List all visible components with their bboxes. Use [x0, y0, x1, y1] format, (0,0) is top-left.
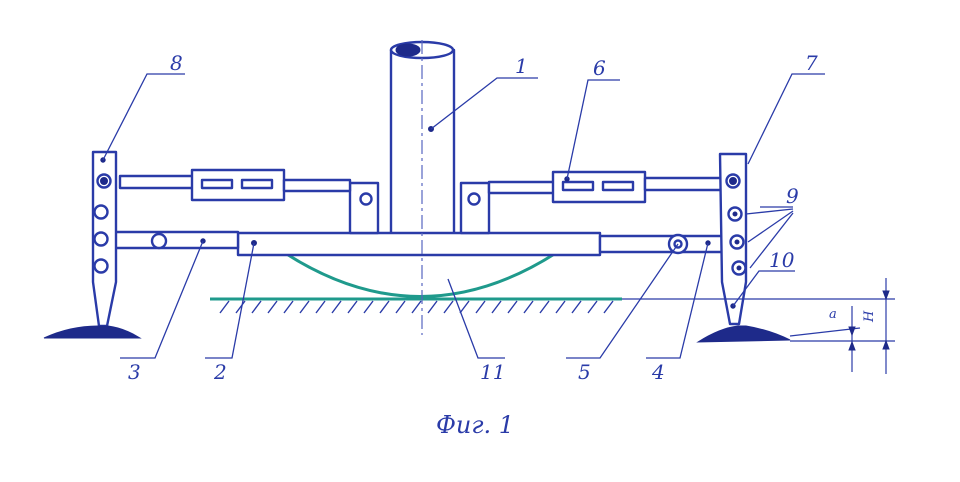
ground-hatch-line: [427, 300, 438, 314]
right-foot-shoe: [696, 325, 791, 343]
left-leg: [43, 150, 142, 339]
label-4: 4: [651, 360, 665, 384]
right-bracket: [459, 181, 491, 235]
left-foot-shoe: [43, 325, 142, 339]
ground-hatch-line: [267, 300, 278, 314]
left-lower-rod: [113, 230, 240, 250]
ground-hatch-line: [603, 300, 614, 314]
right-leg: [696, 152, 791, 343]
ground-hatch-line: [523, 300, 534, 314]
ground: [210, 297, 622, 314]
label-7: 7: [805, 51, 818, 75]
ground-hatch-line: [299, 300, 310, 314]
ground-hatch-line: [331, 300, 342, 314]
label-3: 3: [128, 360, 141, 384]
ground-hatch-line: [347, 300, 358, 314]
ground-hatch-line: [251, 300, 262, 314]
ground-hatch-line: [235, 300, 246, 314]
right-lower-rod: [598, 233, 724, 255]
label-1: 1: [515, 54, 528, 78]
label-2: 2: [213, 360, 227, 384]
ground-hatch-line: [363, 300, 374, 314]
left-upper-actuator: [118, 168, 352, 202]
ground-hatch-line: [555, 300, 566, 314]
figure-caption: Фиг. 1: [436, 411, 514, 439]
ground-hatch-line: [459, 300, 470, 314]
right-upper-actuator: [487, 170, 723, 204]
ground-hatch-line: [587, 300, 598, 314]
ground-hatch-line: [507, 300, 518, 314]
part-numbers: 1 6 7 8 9 10 3 2 11 5 4: [128, 51, 818, 384]
ground-hatch-line: [379, 300, 390, 314]
ground-hatch-line: [219, 300, 230, 314]
label-9: 9: [786, 184, 799, 208]
ground-hatch-line: [443, 300, 454, 314]
dimension-a-label: a: [829, 307, 837, 322]
ground-hatch-line: [411, 300, 422, 314]
label-6: 6: [593, 56, 606, 80]
ground-hatch-line: [539, 300, 550, 314]
beam: [236, 231, 602, 257]
label-10: 10: [769, 248, 795, 272]
label-11: 11: [480, 360, 505, 384]
left-bracket: [348, 181, 380, 235]
ground-hatch-line: [315, 300, 326, 314]
ground-hatch-line: [491, 300, 502, 314]
ground-hatch-line: [395, 300, 406, 314]
label-8: 8: [170, 51, 183, 75]
dimension-lines: a H: [622, 278, 895, 374]
leader-lines: [102, 73, 825, 359]
dimension-h-label: H: [862, 310, 877, 323]
label-5: 5: [578, 360, 591, 384]
ground-hatch-line: [571, 300, 582, 314]
ground-hatch-line: [475, 300, 486, 314]
ground-hatch-line: [283, 300, 294, 314]
curved-plate: [284, 251, 557, 298]
